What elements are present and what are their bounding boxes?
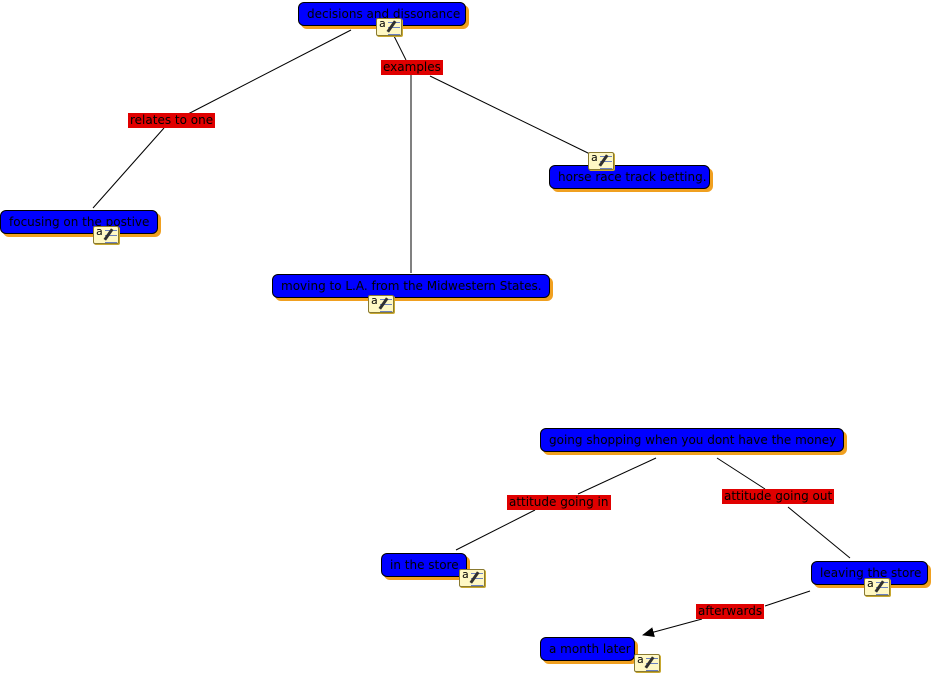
line-shopping-goingout [716,457,766,490]
link-label-goingout[interactable]: attitude going out [722,489,835,504]
note-attachment-icon[interactable]: a [588,152,614,170]
note-attachment-icon[interactable]: a [376,18,402,36]
concept-node-moving[interactable]: moving to L.A. from the Midwestern State… [272,274,550,298]
concept-label-moving: moving to L.A. from the Midwestern State… [281,279,542,293]
line-decisions-relates [187,29,352,115]
concept-label-decisions: decisions and dissonance [307,7,461,21]
link-label-examples-text: examples [383,60,441,74]
concept-label-month: a month later [549,642,631,656]
line-leaving-afterwards [764,590,811,607]
note-attachment-icon[interactable]: a [368,295,394,313]
link-label-relates-text: relates to one [130,113,214,127]
line-examples-horse [429,75,591,155]
concept-node-focusing[interactable]: focusing on the postive [0,210,158,234]
concept-label-shopping: going shopping when you dont have the mo… [549,433,837,447]
concept-node-horse[interactable]: horse race track betting. [549,165,710,189]
link-label-goingin-text: attitude going in [509,495,609,509]
concept-label-horse: horse race track betting. [558,170,707,184]
line-relates-focusing [92,127,165,209]
concept-label-instore: in the store [390,558,459,572]
link-label-goingin[interactable]: attitude going in [507,495,611,510]
link-label-goingout-text: attitude going out [724,489,833,503]
link-label-examples[interactable]: examples [381,60,443,75]
link-label-afterwards-text: afterwards [698,604,763,618]
concept-node-instore[interactable]: in the store [381,553,467,577]
note-attachment-icon[interactable]: a [864,578,890,596]
line-decisions-examples [393,35,407,61]
note-attachment-icon[interactable]: a [93,226,119,244]
link-label-afterwards[interactable]: afterwards [696,604,765,619]
concept-node-month[interactable]: a month later [540,637,635,661]
link-label-relates[interactable]: relates to one [128,113,216,128]
concept-label-focusing: focusing on the postive [9,215,150,229]
line-shopping-goingin [577,457,657,495]
concept-node-shopping[interactable]: going shopping when you dont have the mo… [540,428,844,452]
note-attachment-icon[interactable]: a [634,654,660,672]
line-goingin-instore [455,509,536,551]
note-attachment-icon[interactable]: a [459,569,485,587]
line-goingout-leaving [787,506,851,559]
concept-label-leaving: leaving the store [820,566,922,580]
line-afterwards-month [642,618,703,637]
